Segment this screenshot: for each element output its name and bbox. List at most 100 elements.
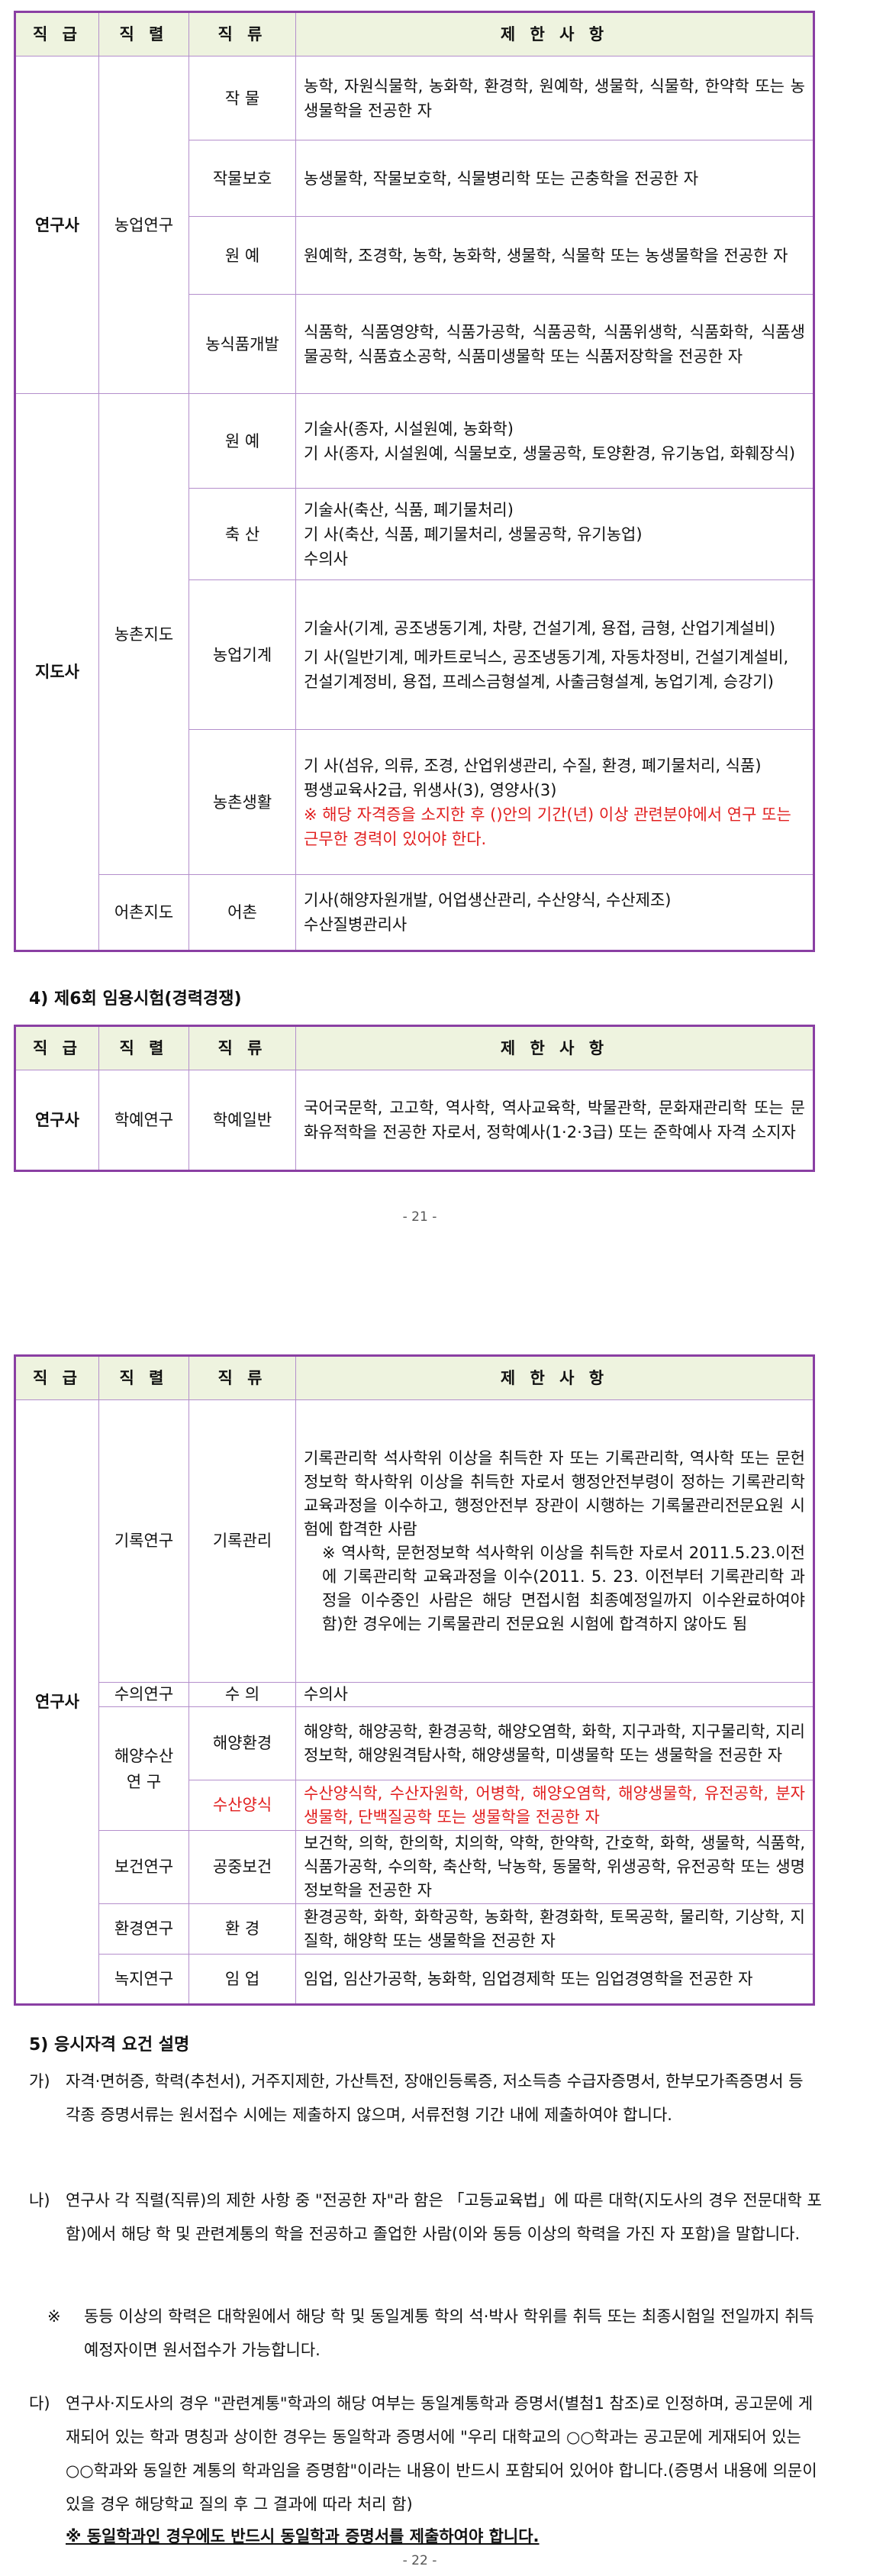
restriction-text: 임업, 임산가공학, 농화학, 임업경제학 또는 임업경영학을 전공한 자	[295, 1954, 814, 2005]
category-livestock: 축 산	[188, 488, 296, 580]
header-rank: 직 렬	[98, 1355, 189, 1400]
category-crop: 작 물	[188, 56, 296, 140]
category-crop-protection: 작물보호	[188, 140, 296, 217]
table-row: 어촌지도 어촌 기사(해양자원개발, 어업생산관리, 수산양식, 수산제조) 수…	[15, 874, 814, 951]
records-text: 기록관리학 석사학위 이상을 취득한 자 또는 기록관리학, 역사학 또는 문헌…	[304, 1448, 805, 1538]
rank-rural-guide: 농촌지도	[98, 393, 189, 875]
grade-researcher: 연구사	[14, 56, 99, 394]
license-line: 수의사	[304, 549, 348, 568]
restriction-text: 수산양식학, 수산자원학, 어병학, 해양오염학, 해양생물학, 유전공학, 분…	[295, 1780, 814, 1831]
restriction-text: 식품학, 식품영양학, 식품가공학, 식품공학, 식품위생학, 식품화학, 식품…	[295, 294, 814, 394]
license-line: 기술사(기계, 공조냉동기계, 차량, 건설기계, 용접, 금형, 산업기계설비…	[304, 618, 776, 638]
restriction-text: 농학, 자원식물학, 농화학, 환경학, 원예학, 생물학, 식물학, 한약학 …	[295, 56, 814, 140]
restriction-text: 기술사(축산, 식품, 폐기물처리) 기 사(축산, 식품, 폐기물처리, 생물…	[295, 488, 814, 580]
table-row: 농촌생활 기 사(섬유, 의류, 조경, 산업위생관리, 수질, 환경, 폐기물…	[15, 729, 814, 875]
qualification-table-3: 직 급 직 렬 직 류 제 한 사 항 연구사 기록연구 기록관리 기록관리학 …	[14, 1354, 815, 2006]
table-row: 보건연구 공중보건 보건학, 의학, 한의학, 치의학, 약학, 한약학, 간호…	[15, 1830, 814, 1904]
table-row: 녹지연구 임 업 임업, 임산가공학, 농화학, 임업경제학 또는 임업경영학을…	[15, 1954, 814, 2005]
table-row: 수산양식 수산양식학, 수산자원학, 어병학, 해양오염학, 해양생물학, 유전…	[15, 1780, 814, 1831]
license-line: 기 사(일반기계, 메카트로닉스, 공조냉동기계, 자동차정비, 건설기계설비,…	[304, 647, 789, 691]
submission-notice: ※ 동일학과인 경우에도 반드시 동일학과 증명서를 제출하여야 합니다.	[66, 2527, 540, 2545]
rank-forest-research: 녹지연구	[98, 1954, 189, 2005]
rank-vet-research: 수의연구	[98, 1682, 189, 1707]
license-line: 기 사(섬유, 의류, 조경, 산업위생관리, 수질, 환경, 폐기물처리, 식…	[304, 756, 762, 775]
header-category: 직 류	[188, 11, 296, 56]
qualification-table-1: 직 급 직 렬 직 류 제 한 사 항 연구사 농업연구 작 물 농학, 자원식…	[14, 11, 815, 952]
header-rank: 직 렬	[98, 1025, 189, 1070]
license-line: 기 사(축산, 식품, 폐기물처리, 생물공학, 유기농업)	[304, 525, 643, 544]
page-number: - 21 -	[402, 1209, 437, 1225]
paragraph-text: 연구사 각 직렬(직류)의 제한 사항 중 "전공한 자"라 함은 「고등교육법…	[66, 2191, 822, 2243]
restriction-text: 국어국문학, 고고학, 역사학, 역사교육학, 박물관학, 문화재관리학 또는 …	[295, 1070, 814, 1171]
category-horticulture-guide: 원 예	[188, 393, 296, 489]
license-line: 수산질병관리사	[304, 915, 408, 934]
grade-researcher: 연구사	[14, 1070, 99, 1171]
restriction-text: 농생물학, 작물보호학, 식물병리학 또는 곤충학을 전공한 자	[295, 140, 814, 217]
table-row: 연구사 학예연구 학예일반 국어국문학, 고고학, 역사학, 역사교육학, 박물…	[14, 1070, 814, 1171]
table-row: 해양수산 연 구 해양환경 해양학, 해양공학, 환경공학, 해양오염학, 화학…	[15, 1706, 814, 1831]
table-row: 농식품개발 식품학, 식품영양학, 식품가공학, 식품공학, 식품위생학, 식품…	[15, 294, 814, 394]
license-line: 평생교육사2급, 위생사(3), 영양사(3)	[304, 780, 557, 799]
license-line: 기술사(축산, 식품, 폐기물처리)	[304, 500, 514, 519]
table-row: 축 산 기술사(축산, 식품, 폐기물처리) 기 사(축산, 식품, 폐기물처리…	[15, 488, 814, 580]
paragraph-label: ※	[47, 2307, 61, 2326]
header-category: 직 류	[188, 1355, 296, 1400]
restriction-text: 수의사	[295, 1682, 814, 1707]
table-row: 작물보호 농생물학, 작물보호학, 식물병리학 또는 곤충학을 전공한 자	[15, 140, 814, 217]
category-public-health: 공중보건	[188, 1830, 296, 1904]
category-aquaculture: 수산양식	[188, 1780, 296, 1831]
paragraph-label: 나)	[29, 2191, 50, 2210]
table-header-row: 직 급 직 렬 직 류 제 한 사 항	[14, 11, 814, 56]
table-row: 연구사 농업연구 작 물 농학, 자원식물학, 농화학, 환경학, 원예학, 생…	[14, 56, 814, 394]
header-grade: 직 급	[14, 11, 99, 56]
header-grade: 직 급	[14, 1025, 99, 1070]
rank-curator-research: 학예연구	[98, 1070, 189, 1171]
rank-marine-research: 해양수산 연 구	[98, 1706, 189, 1831]
restriction-text: 원예학, 조경학, 농학, 농화학, 생물학, 식물학 또는 농생물학을 전공한…	[295, 216, 814, 295]
records-note: ※ 역사학, 문헌정보학 석사학위 이상을 취득한 자로서 2011.5.23.…	[322, 1543, 805, 1633]
category-agri-machine: 농업기계	[188, 579, 296, 730]
table-header-row: 직 급 직 렬 직 류 제 한 사 항	[14, 1355, 814, 1400]
page-number: - 22 -	[402, 2553, 437, 2568]
rank-env-research: 환경연구	[98, 1903, 189, 1955]
paragraph-da: 다) 연구사·지도사의 경우 "관련계통"학과의 해당 여부는 동일계통학과 증…	[29, 2387, 823, 2521]
header-restrictions: 제 한 사 항	[295, 1025, 814, 1070]
section-4-title: 4) 제6회 임용시험(경력경쟁)	[29, 989, 242, 1009]
restriction-text: 기 사(섬유, 의류, 조경, 산업위생관리, 수질, 환경, 폐기물처리, 식…	[295, 729, 814, 875]
license-line: 기사(해양자원개발, 어업생산관리, 수산양식, 수산제조)	[304, 891, 672, 909]
paragraph-label: 가)	[29, 2072, 50, 2090]
table-header-row: 직 급 직 렬 직 류 제 한 사 항	[14, 1025, 814, 1070]
paragraph-na: 나) 연구사 각 직렬(직류)의 제한 사항 중 "전공한 자"라 함은 「고등…	[29, 2184, 823, 2251]
category-vet: 수 의	[188, 1682, 296, 1707]
category-rural-life: 농촌생활	[188, 729, 296, 875]
category-horticulture: 원 예	[188, 216, 296, 295]
category-forestry: 임 업	[188, 1954, 296, 2005]
rank-health-research: 보건연구	[98, 1830, 189, 1904]
license-line: 기술사(종자, 시설원예, 농화학)	[304, 419, 514, 438]
category-environment: 환 경	[188, 1903, 296, 1955]
paragraph-text: 자격·면허증, 학력(추천서), 거주지제한, 가산특전, 장애인등록증, 저소…	[66, 2072, 804, 2124]
section-5-title: 5) 응시자격 요건 설명	[29, 2035, 190, 2055]
category-agrifood: 농식품개발	[188, 294, 296, 394]
header-restrictions: 제 한 사 항	[295, 1355, 814, 1400]
table-row: 연구사 기록연구 기록관리 기록관리학 석사학위 이상을 취득한 자 또는 기록…	[14, 1399, 814, 2005]
paragraph-ga: 가) 자격·면허증, 학력(추천서), 거주지제한, 가산특전, 장애인등록증,…	[29, 2064, 823, 2132]
license-line: 기 사(종자, 시설원예, 식물보호, 생물공학, 토양환경, 유기농업, 화훼…	[304, 444, 796, 463]
rank-records-research: 기록연구	[98, 1399, 189, 1683]
paragraph-text: 연구사·지도사의 경우 "관련계통"학과의 해당 여부는 동일계통학과 증명서(…	[66, 2394, 817, 2513]
restriction-text: 보건학, 의학, 한의학, 치의학, 약학, 한약학, 간호학, 화학, 생물학…	[295, 1830, 814, 1904]
header-rank: 직 렬	[98, 11, 189, 56]
restriction-text: 기술사(기계, 공조냉동기계, 차량, 건설기계, 용접, 금형, 산업기계설비…	[295, 579, 814, 730]
table-row: 농업기계 기술사(기계, 공조냉동기계, 차량, 건설기계, 용접, 금형, 산…	[15, 579, 814, 730]
table-row: 환경연구 환 경 환경공학, 화학, 화학공학, 농화학, 환경화학, 토목공학…	[15, 1903, 814, 1955]
header-restrictions: 제 한 사 항	[295, 11, 814, 56]
restriction-text: 기술사(종자, 시설원예, 농화학) 기 사(종자, 시설원예, 식물보호, 생…	[295, 393, 814, 489]
paragraph-label: 다)	[29, 2394, 50, 2413]
rank-fishing-guide: 어촌지도	[98, 874, 189, 951]
rank-agri-research: 농업연구	[98, 56, 189, 394]
restriction-text: 환경공학, 화학, 화학공학, 농화학, 환경화학, 토목공학, 물리학, 기상…	[295, 1903, 814, 1955]
qualification-table-2: 직 급 직 렬 직 류 제 한 사 항 연구사 학예연구 학예일반 국어국문학,…	[14, 1025, 815, 1172]
restriction-text: 기록관리학 석사학위 이상을 취득한 자 또는 기록관리학, 역사학 또는 문헌…	[295, 1399, 814, 1683]
grade-guide: 지도사	[14, 393, 99, 951]
category-records: 기록관리	[188, 1399, 296, 1683]
